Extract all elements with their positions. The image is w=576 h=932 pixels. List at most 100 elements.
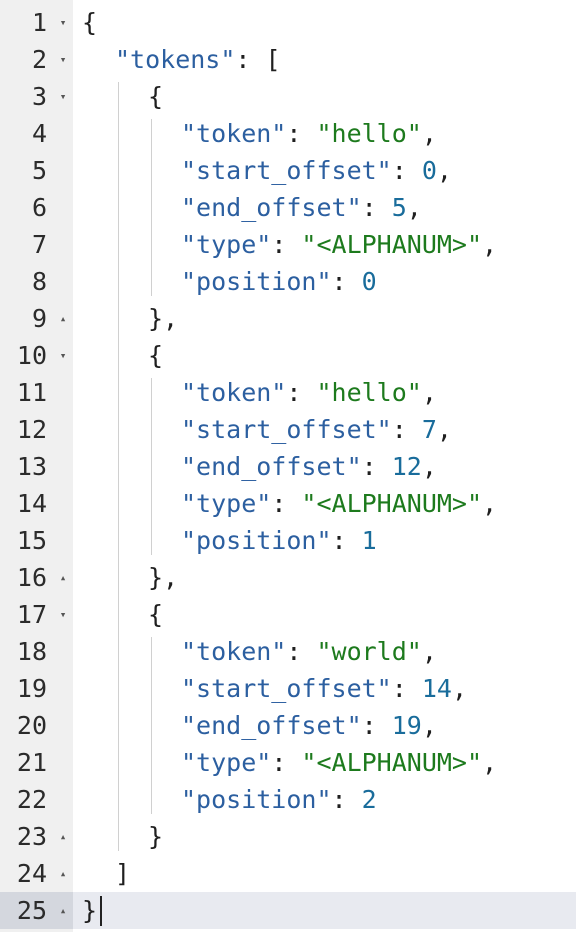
- json-punctuation: ,: [421, 378, 437, 407]
- code-text: {: [82, 4, 97, 41]
- code-line[interactable]: 23▴}: [0, 818, 576, 855]
- json-punctuation: :: [271, 230, 302, 259]
- code-line[interactable]: 8"position": 0: [0, 263, 576, 300]
- json-number: 19: [391, 711, 422, 740]
- json-punctuation: :: [286, 637, 317, 666]
- json-number: 0: [361, 267, 377, 296]
- json-punctuation: :: [331, 526, 362, 555]
- code-line[interactable]: 22 "position": 2: [0, 781, 576, 818]
- code-line[interactable]: 13 "end_offset": 12,: [0, 448, 576, 485]
- line-number: 6: [31, 193, 47, 222]
- line-number: 5: [31, 156, 47, 185]
- fold-collapse-icon[interactable]: ▾: [59, 53, 67, 66]
- code-text: },: [148, 559, 178, 596]
- json-punctuation: :: [271, 489, 302, 518]
- json-punctuation: }: [148, 822, 164, 851]
- code-text: "start_offset": 0,: [181, 152, 452, 189]
- code-text: "start_offset": 14,: [181, 670, 467, 707]
- code-text: "end_offset": 12,: [181, 448, 437, 485]
- code-line[interactable]: 16▴},: [0, 559, 576, 596]
- code-line[interactable]: 19 "start_offset": 14,: [0, 670, 576, 707]
- fold-expand-icon[interactable]: ▴: [59, 312, 67, 325]
- code-text: "tokens": [: [115, 41, 281, 78]
- code-line[interactable]: 1▾{: [0, 4, 576, 41]
- code-text: }: [148, 818, 163, 855]
- json-punctuation: },: [148, 304, 179, 333]
- json-punctuation: :: [331, 785, 362, 814]
- json-punctuation: :: [361, 711, 392, 740]
- indent-guide-line: [118, 82, 119, 851]
- code-line[interactable]: 15 "position": 1: [0, 522, 576, 559]
- fold-expand-icon[interactable]: ▴: [59, 571, 67, 584]
- json-punctuation: ,: [482, 230, 498, 259]
- indent-guide-line: [151, 378, 152, 555]
- json-punctuation: ,: [421, 119, 437, 148]
- code-line[interactable]: 9▴},: [0, 300, 576, 337]
- line-gutter-cell: 9▴: [0, 300, 73, 337]
- code-line[interactable]: 2▾"tokens": [: [0, 41, 576, 78]
- json-string: "<ALPHANUM>": [301, 230, 483, 259]
- line-gutter-cell: 13: [0, 448, 73, 485]
- line-gutter-cell: 11: [0, 374, 73, 411]
- line-gutter-cell: 6: [0, 189, 73, 226]
- code-text: "type": "<ALPHANUM>",: [181, 485, 497, 522]
- line-gutter-cell: 4: [0, 115, 73, 152]
- code-line[interactable]: 20"end_offset": 19,: [0, 707, 576, 744]
- line-number: 22: [16, 785, 47, 814]
- json-punctuation: :: [391, 415, 422, 444]
- json-key: "tokens": [115, 45, 236, 74]
- json-number: 0: [421, 156, 437, 185]
- code-line[interactable]: 14 "type": "<ALPHANUM>",: [0, 485, 576, 522]
- fold-expand-icon[interactable]: ▴: [59, 830, 67, 843]
- line-number-gutter: [0, 0, 73, 932]
- code-text: {: [148, 596, 163, 633]
- code-line[interactable]: 24▴]: [0, 855, 576, 892]
- fold-expand-icon[interactable]: ▴: [59, 867, 67, 880]
- code-text: "position": 1: [181, 522, 377, 559]
- code-line[interactable]: 10▾{: [0, 337, 576, 374]
- json-number: 2: [361, 785, 377, 814]
- code-text: "start_offset": 7,: [181, 411, 452, 448]
- line-gutter-cell: 18: [0, 633, 73, 670]
- indent-guide-line: [151, 637, 152, 814]
- code-text: "token": "hello",: [181, 115, 437, 152]
- fold-expand-icon[interactable]: ▴: [59, 904, 67, 917]
- line-gutter-cell: 25▴: [0, 892, 73, 929]
- fold-collapse-icon[interactable]: ▾: [59, 16, 67, 29]
- json-key: "start_offset": [181, 156, 392, 185]
- code-line[interactable]: 21"type": "<ALPHANUM>",: [0, 744, 576, 781]
- json-punctuation: ,: [482, 489, 498, 518]
- code-line[interactable]: 4 "token": "hello",: [0, 115, 576, 152]
- code-line[interactable]: 7"type": "<ALPHANUM>",: [0, 226, 576, 263]
- code-line[interactable]: 5 "start_offset": 0,: [0, 152, 576, 189]
- line-gutter-cell: 22: [0, 781, 73, 818]
- code-line[interactable]: 3▾{: [0, 78, 576, 115]
- line-number: 13: [16, 452, 47, 481]
- code-line[interactable]: 17▾ {: [0, 596, 576, 633]
- line-number: 4: [31, 119, 47, 148]
- code-line[interactable]: 12"start_offset": 7,: [0, 411, 576, 448]
- code-line[interactable]: 6"end_offset": 5,: [0, 189, 576, 226]
- line-number: 19: [16, 674, 47, 703]
- code-line[interactable]: 11"token": "hello",: [0, 374, 576, 411]
- json-punctuation: ,: [482, 748, 498, 777]
- fold-collapse-icon[interactable]: ▾: [59, 90, 67, 103]
- json-string: "hello": [316, 378, 422, 407]
- json-punctuation: ]: [115, 859, 131, 888]
- line-gutter-cell: 17▾: [0, 596, 73, 633]
- code-text: {: [148, 337, 163, 374]
- fold-collapse-icon[interactable]: ▾: [59, 608, 67, 621]
- line-number: 14: [16, 489, 47, 518]
- line-number: 15: [16, 526, 47, 555]
- json-punctuation: {: [148, 600, 164, 629]
- code-text: "position": 2: [181, 781, 377, 818]
- code-text: "type": "<ALPHANUM>",: [181, 744, 497, 781]
- json-number: 14: [421, 674, 452, 703]
- line-number: 20: [16, 711, 47, 740]
- code-line[interactable]: 25▴}: [0, 892, 576, 929]
- fold-collapse-icon[interactable]: ▾: [59, 349, 67, 362]
- line-gutter-cell: 20: [0, 707, 73, 744]
- code-line[interactable]: 18"token": "world",: [0, 633, 576, 670]
- json-punctuation: :: [361, 452, 392, 481]
